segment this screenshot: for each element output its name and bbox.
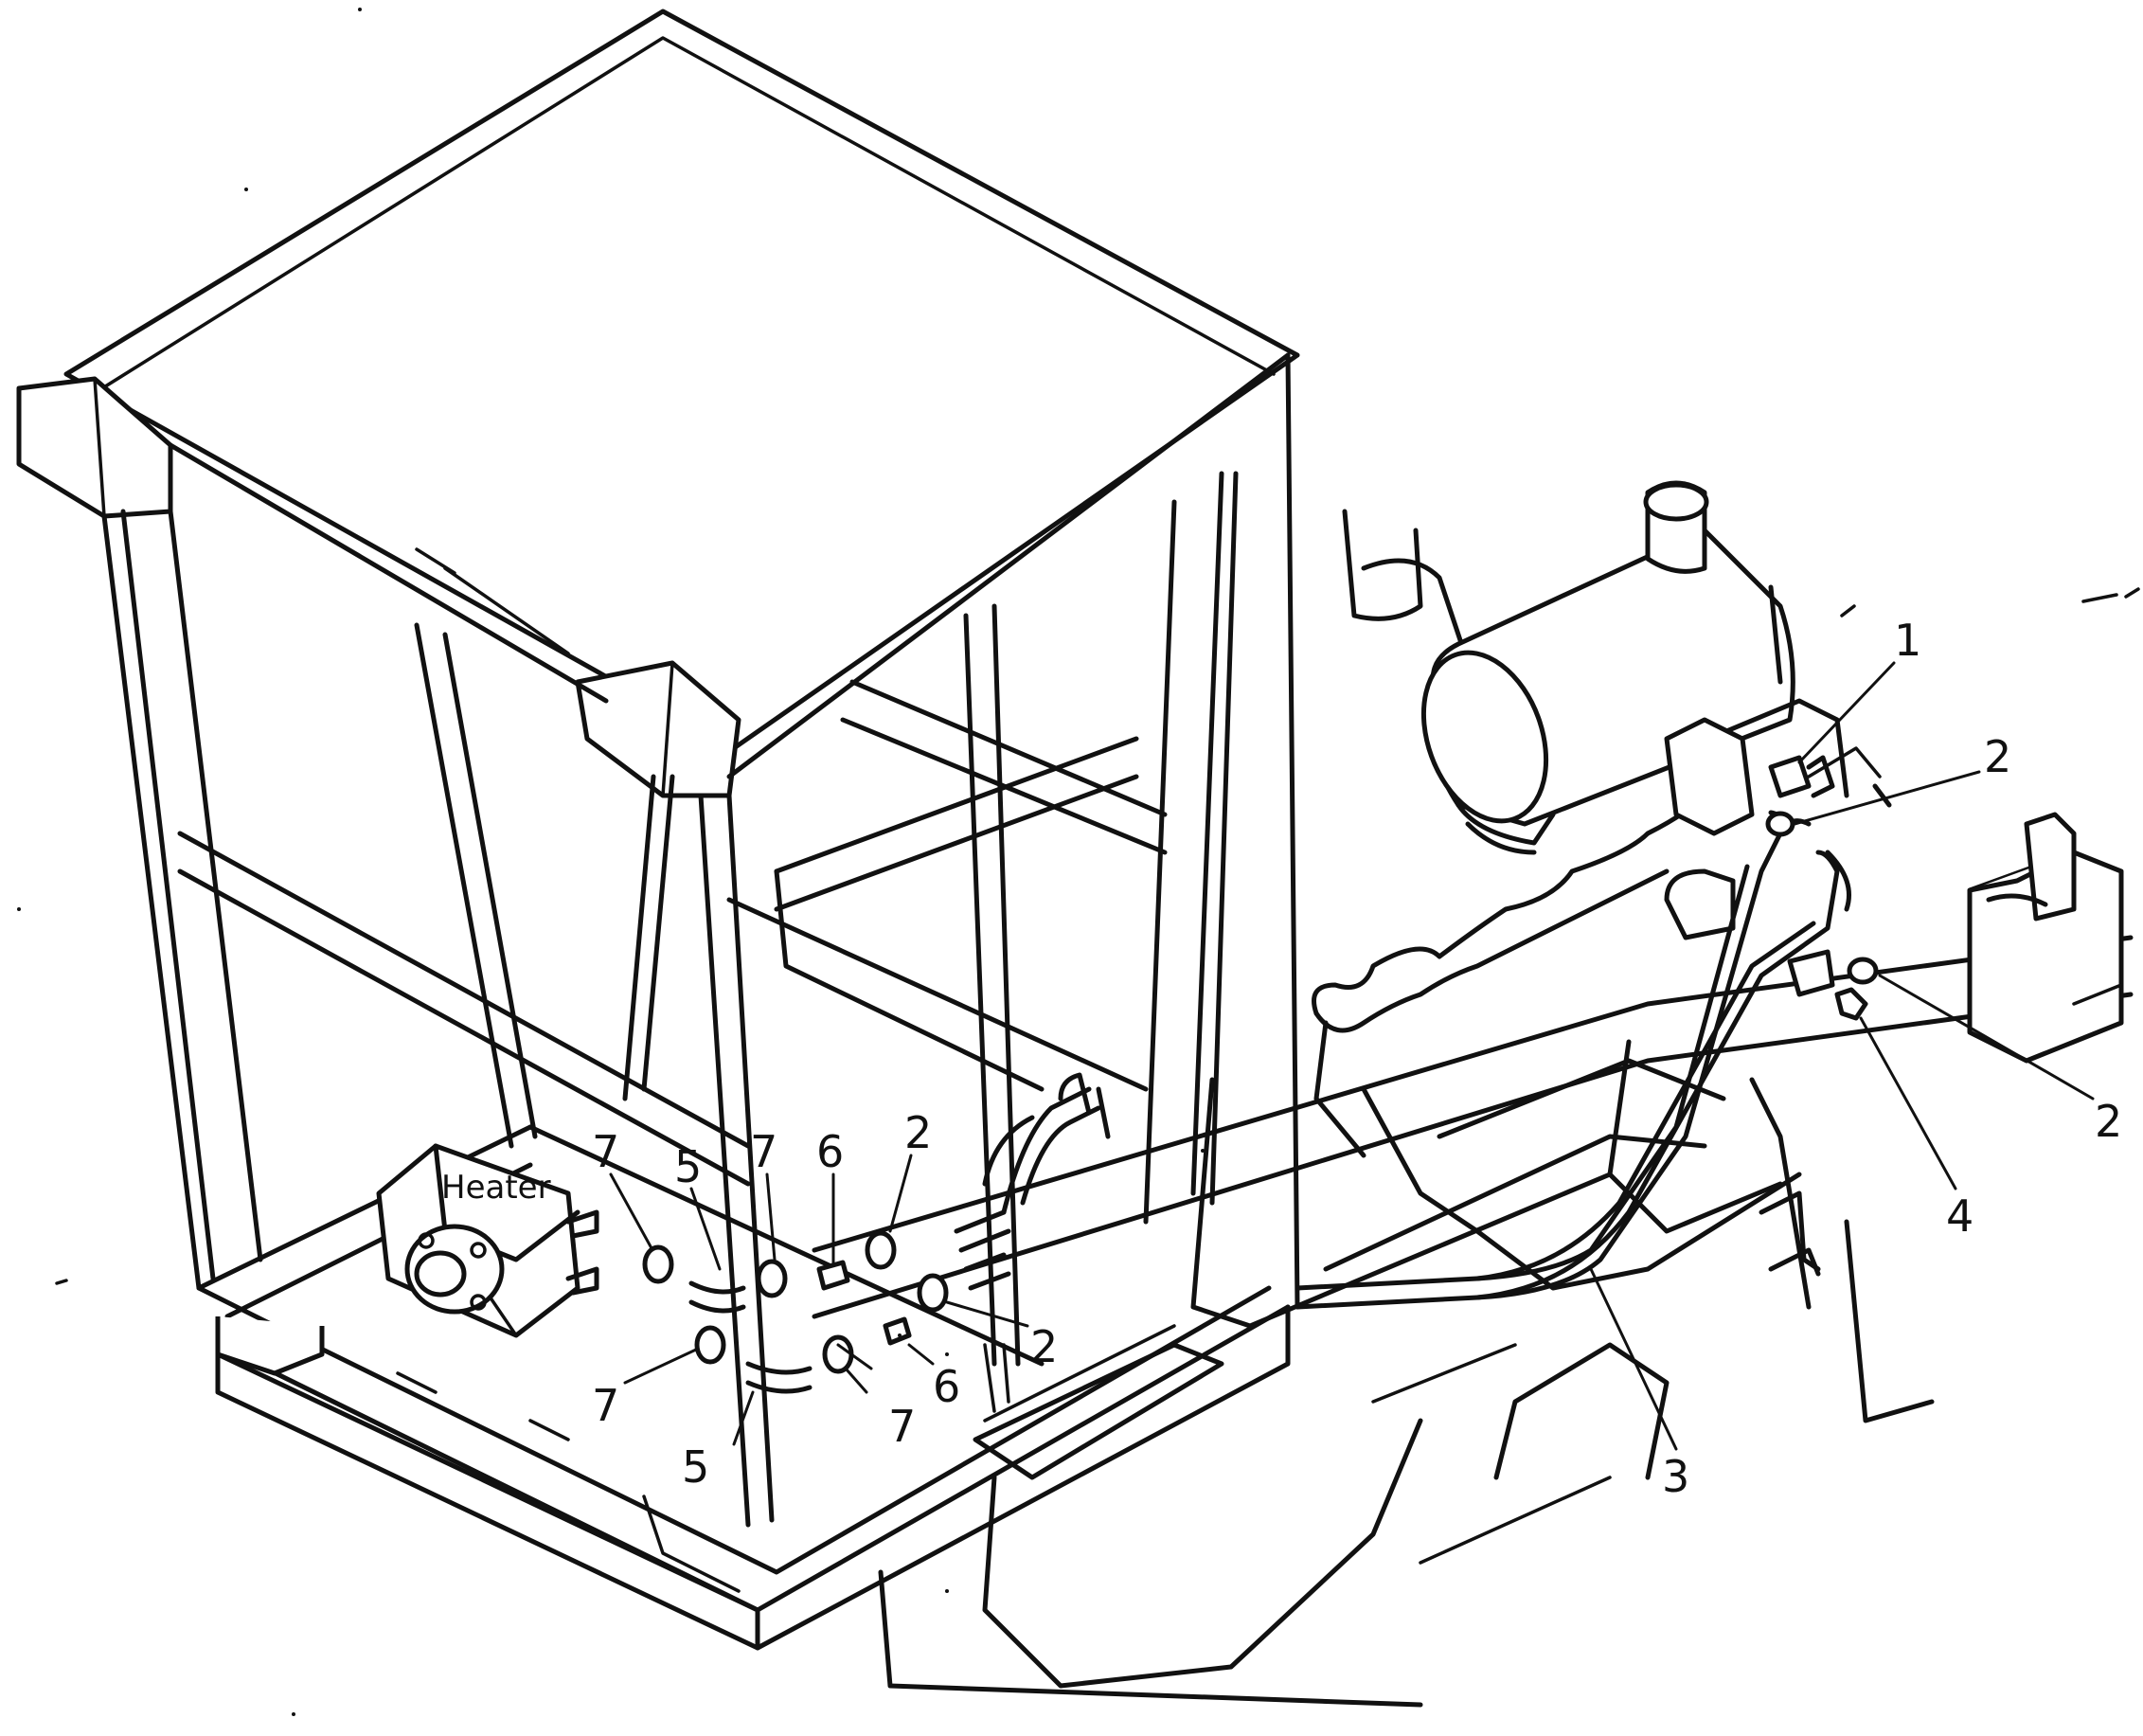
heater-fittings (609, 1072, 1111, 1446)
hose-clamp-2-lower (917, 1273, 949, 1313)
callout-6-upper: 6 (816, 1126, 844, 1177)
callout-7-lower-left: 7 (592, 1380, 619, 1431)
heater-label: Heater (441, 1169, 551, 1207)
callout-5-lower: 5 (682, 1441, 709, 1493)
hose-clamp-lower-mid (822, 1334, 854, 1374)
adaptor-upper (816, 1260, 850, 1291)
callout-7-upper-left: 7 (592, 1126, 619, 1177)
hose-clamp-engine-lower (1847, 957, 1879, 985)
engine-fittings (1589, 661, 2095, 1451)
heater-hoses-main (1295, 810, 1851, 1310)
callout-2-cab-upper: 2 (904, 1107, 932, 1158)
heater-unit: Heater (376, 1143, 599, 1338)
callout-7-lower-mid: 7 (888, 1401, 916, 1452)
hose-clamp-lower-left (694, 1325, 726, 1365)
hose-clamp-2-upper (865, 1230, 897, 1270)
callout-1: 1 (1894, 615, 1921, 666)
mount-bracket (1759, 1190, 1821, 1277)
callout-2-cab-lower: 2 (1030, 1321, 1058, 1372)
adaptor-lower (883, 1316, 912, 1346)
operator-cab (16, 9, 1300, 1651)
hose-clamp-engine-upper (1765, 811, 1795, 837)
hose-lower (745, 1361, 813, 1375)
callout-5-upper: 5 (674, 1141, 702, 1192)
battery-box (1967, 812, 2124, 1064)
callout-6-lower: 6 (933, 1361, 960, 1412)
elbow-fitting (1834, 987, 1868, 1021)
callout-2-engine-upper: 2 (1984, 731, 2011, 782)
callout-3: 3 (1662, 1451, 1689, 1502)
engine-block (1312, 480, 1849, 1291)
callout-2-engine-lower: 2 (2095, 1096, 2122, 1147)
scan-marks (17, 8, 2140, 1716)
hose-clamp-upper-left (642, 1244, 674, 1284)
callout-4: 4 (1946, 1190, 1973, 1242)
hose-clamp-upper-mid (756, 1259, 788, 1298)
callout-labels: 1 2 2 4 3 7 5 7 6 2 2 7 6 7 5 (592, 615, 2122, 1502)
water-valve (1768, 755, 1812, 798)
callout-7-upper-mid: 7 (750, 1126, 777, 1177)
hose-upper (688, 1280, 746, 1295)
